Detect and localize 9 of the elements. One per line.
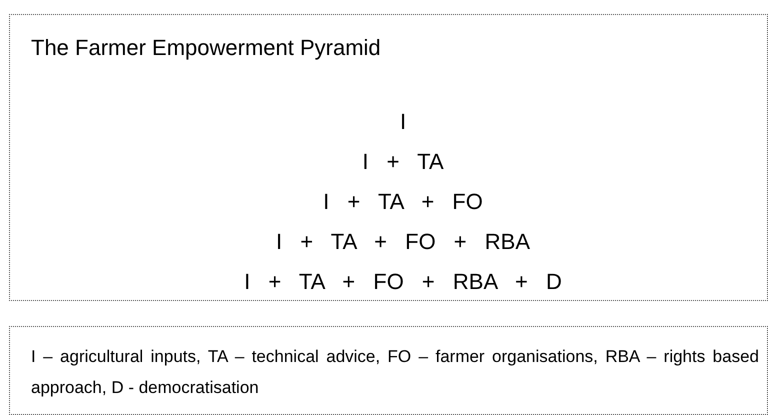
pyramid-row: I + TA (362, 149, 444, 175)
key-text: I – agricultural inputs, TA – technical advice, FO – farmer organisations, RBA – rights based approach, D - democratisation (31, 346, 759, 399)
pyramid-row: I + TA + FO + RBA (276, 229, 530, 255)
pyramid-row: I (400, 109, 406, 135)
pyramid-row: I + TA + FO + RBA + D (244, 269, 562, 295)
key-panel (9, 326, 768, 415)
title: The Farmer Empowerment Pyramid (31, 35, 381, 61)
pyramid-row: I + TA + FO (323, 189, 483, 215)
pyramid-panel (9, 14, 768, 301)
